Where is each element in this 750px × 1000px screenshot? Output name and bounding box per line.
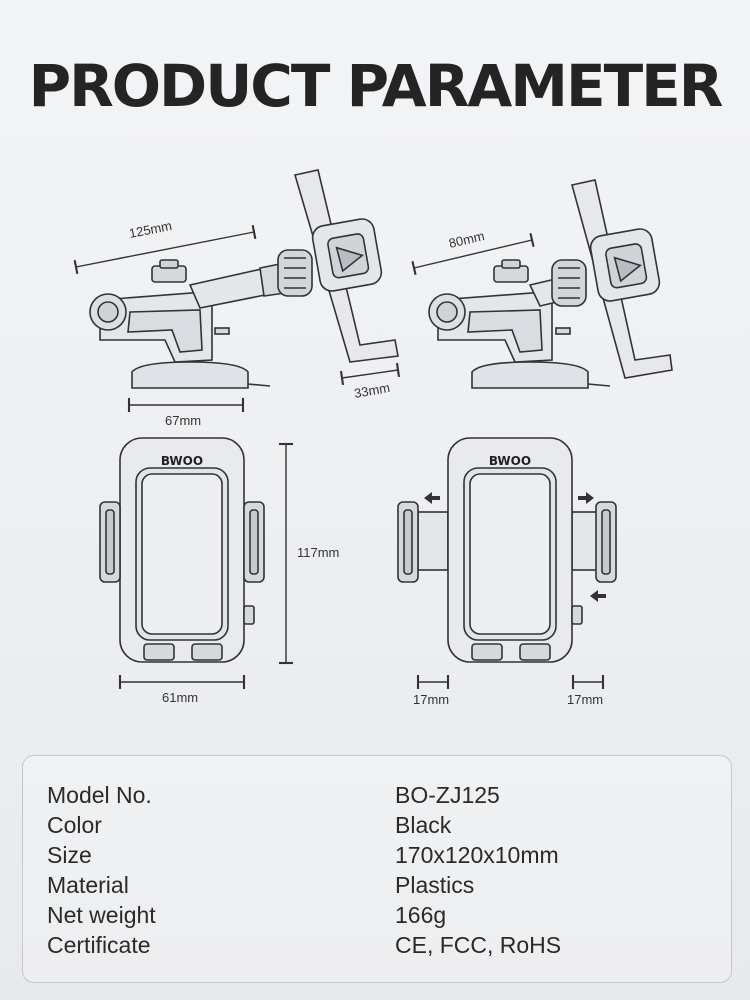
spec-label: Net weight — [47, 902, 156, 928]
height-label: 117mm — [297, 545, 339, 560]
front-view-extended — [397, 437, 617, 663]
spec-label: Color — [47, 812, 102, 838]
spec-row: Certificate CE, FCC, RoHS — [23, 932, 731, 962]
spec-row: Size 170x120x10mm — [23, 842, 731, 872]
extension-left-label: 17mm — [413, 692, 449, 707]
spec-row: Net weight 166g — [23, 902, 731, 932]
spec-value: BO-ZJ125 — [395, 782, 500, 808]
front-view-closed — [99, 437, 265, 663]
brand-logo-left: BWOO — [161, 454, 203, 468]
arrow-left-icon — [424, 492, 440, 504]
extension-right-label: 17mm — [567, 692, 603, 707]
spec-table: Model No. BO-ZJ125 Color Black Size 170x… — [22, 755, 732, 983]
spec-value: 166g — [395, 902, 447, 928]
base-width-label: 67mm — [165, 413, 201, 428]
spec-label: Model No. — [47, 782, 152, 808]
arrow-left-icon — [590, 590, 606, 602]
side-view-retracted — [428, 179, 673, 389]
extend-arrows — [424, 492, 606, 602]
spec-row: Material Plastics — [23, 872, 731, 902]
page-title: PRODUCT PARAMETER — [28, 52, 724, 120]
arm-retracted-dimension-line — [411, 232, 535, 276]
arm-retracted-label: 80mm — [447, 228, 486, 251]
spec-value: 170x120x10mm — [395, 842, 559, 868]
width-label: 61mm — [162, 690, 198, 705]
clamp-depth-label: 33mm — [353, 380, 391, 401]
arrow-right-icon — [578, 492, 594, 504]
spec-label: Certificate — [47, 932, 151, 958]
spec-label: Material — [47, 872, 129, 898]
spec-row: Model No. BO-ZJ125 — [23, 782, 731, 812]
product-drawings: 125mm 67mm 33mm 80mm — [73, 169, 673, 707]
side-view-extended — [89, 169, 399, 389]
spec-label: Size — [47, 842, 92, 868]
spec-value: Black — [395, 812, 452, 838]
arm-length-label: 125mm — [128, 218, 173, 241]
spec-value: CE, FCC, RoHS — [395, 932, 562, 958]
arm-length-dimension-line — [73, 224, 257, 275]
brand-logo-right: BWOO — [489, 454, 531, 468]
spec-row: Color Black — [23, 812, 731, 842]
spec-value: Plastics — [395, 872, 475, 898]
clamp-depth-dimension-line — [339, 362, 401, 386]
